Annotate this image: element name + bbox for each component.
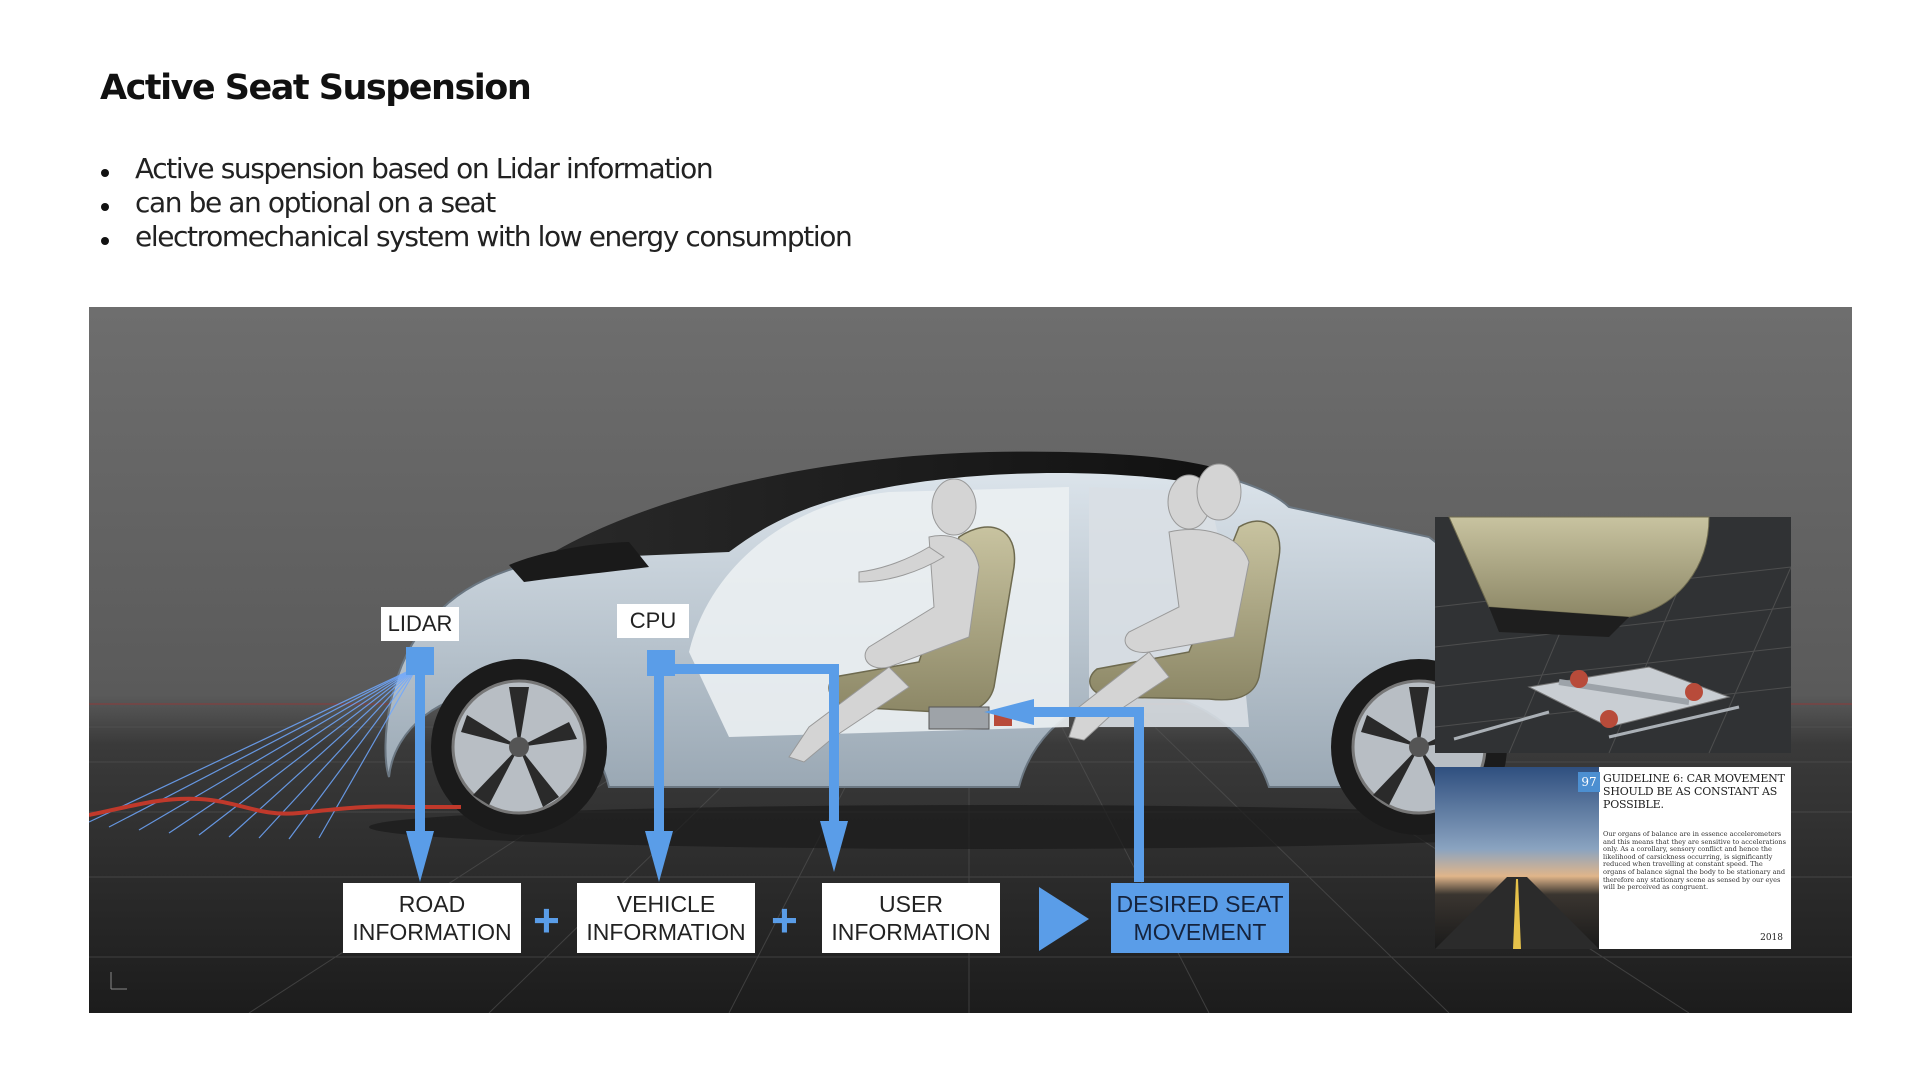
- vehicle-information-box: VEHICLE INFORMATION: [577, 883, 755, 953]
- page-number-badge: 97: [1578, 772, 1600, 792]
- road-photo: [1435, 767, 1599, 949]
- bullet-item: can be an optional on a seat: [100, 186, 851, 220]
- guideline-body: Our organs of balance are in essence acc…: [1603, 830, 1786, 892]
- lidar-label: LIDAR: [381, 607, 459, 641]
- road-information-line1: ROAD: [398, 891, 466, 917]
- guideline-paper-excerpt: 97 GUIDELINE 6: CAR MOVEMENT SHOULD BE A…: [1435, 767, 1791, 949]
- cpu-label: CPU: [617, 604, 689, 638]
- road-information-line2: INFORMATION: [352, 919, 512, 945]
- plus-sign: +: [771, 894, 798, 946]
- desired-seat-movement-line2: MOVEMENT: [1133, 919, 1267, 945]
- plus-sign: +: [533, 894, 560, 946]
- vehicle-information-line1: VEHICLE: [616, 891, 716, 917]
- publication-year: 2018: [1760, 933, 1783, 943]
- desired-seat-movement-box: DESIRED SEAT MOVEMENT: [1111, 883, 1289, 953]
- vehicle-information-line2: INFORMATION: [586, 919, 746, 945]
- bullet-list: Active suspension based on Lidar informa…: [100, 152, 853, 254]
- user-information-line2: INFORMATION: [831, 919, 991, 945]
- guideline-heading: GUIDELINE 6: CAR MOVEMENT SHOULD BE AS C…: [1603, 772, 1785, 811]
- bullet-item: Active suspension based on Lidar informa…: [100, 152, 851, 186]
- user-information-box: USER INFORMATION: [822, 883, 1000, 953]
- slide-title: Active Seat Suspension: [100, 68, 532, 108]
- road-information-box: ROAD INFORMATION: [343, 883, 521, 953]
- desired-seat-movement-line1: DESIRED SEAT: [1116, 891, 1284, 917]
- user-information-line1: USER: [879, 891, 943, 917]
- bullet-item: electromechanical system with low energy…: [100, 220, 853, 254]
- suspension-diagram: LIDAR CPU ROAD INFORMATION + VEHICLE INF…: [89, 307, 1852, 1013]
